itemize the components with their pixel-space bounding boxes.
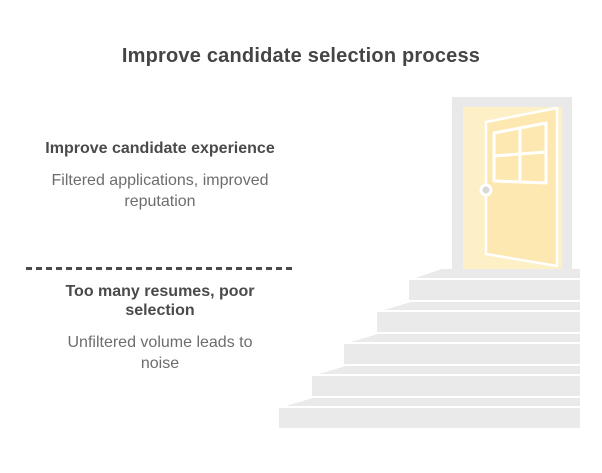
stair-step-riser [344, 344, 580, 364]
door-window-icon [492, 121, 548, 185]
window-horizontal-mullion [493, 150, 547, 158]
page-title: Improve candidate selection process [121, 45, 481, 67]
door-knob-icon [479, 183, 493, 197]
stair-step-tread [415, 269, 580, 278]
door-frame-right-post [562, 97, 572, 269]
stair-step-riser [409, 280, 580, 300]
benefit-heading: Improve candidate experience [25, 139, 295, 158]
window-outer-frame [492, 121, 548, 185]
stair-step-tread [351, 334, 580, 342]
stair-step-riser [312, 376, 580, 396]
stair-step-riser [279, 408, 580, 428]
problem-heading-line-1: Too many resumes, poor [65, 283, 255, 300]
stair-step-tread [286, 398, 580, 406]
stair-step-tread [384, 302, 580, 310]
benefit-description: Filtered applications, improved reputati… [25, 170, 295, 212]
dashed-divider [26, 267, 294, 270]
benefit-description-line-1: Filtered applications, improved [51, 172, 269, 189]
problem-description-line-2: noise [140, 355, 180, 372]
door-frame-left-post [452, 97, 463, 269]
stair-step-tread [319, 366, 580, 374]
open-door-illustration [479, 106, 559, 268]
door-frame-top-bar [452, 97, 572, 107]
problem-description-line-1: Unfiltered volume leads to [67, 334, 253, 351]
door-frame [452, 97, 572, 269]
benefit-heading-text: Improve candidate experience [45, 140, 275, 157]
problem-heading-line-2: selection [125, 302, 195, 319]
problem-description: Unfiltered volume leads to noise [25, 332, 295, 374]
door-panel [484, 106, 559, 268]
benefit-description-line-2: reputation [124, 193, 196, 210]
problem-heading: Too many resumes, poor selection [25, 282, 295, 320]
staircase-illustration [279, 269, 580, 428]
stair-step-riser [377, 312, 580, 332]
